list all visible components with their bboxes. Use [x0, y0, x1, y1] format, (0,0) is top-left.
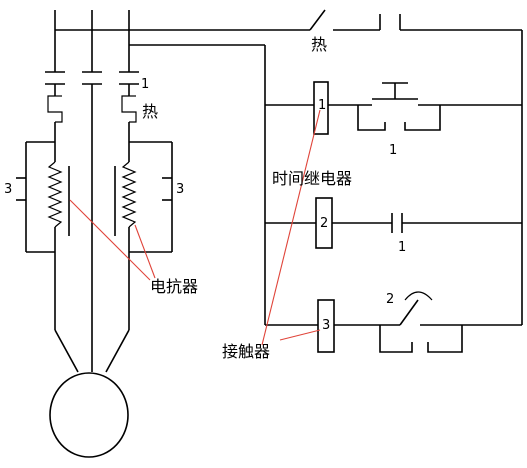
- label-reactor-right-3: 3: [176, 182, 184, 197]
- leader-lines: [69, 109, 321, 346]
- label-top-thermal: 热: [311, 35, 327, 54]
- motor-feeds: [54, 252, 130, 373]
- label-reactor-left-3: 3: [4, 182, 12, 197]
- label-contact-2: 1: [398, 240, 406, 255]
- reactor-left: [16, 141, 70, 253]
- rung-2: [265, 197, 522, 249]
- label-reactor: 电抗器: [150, 277, 198, 296]
- label-contactor: 接触器: [222, 342, 270, 361]
- rung-3: [265, 291, 522, 353]
- rung-1: [265, 81, 522, 135]
- label-coil-2: 2: [320, 216, 328, 231]
- label-contact-2-top: 2: [386, 292, 394, 307]
- reactor-right: [114, 141, 173, 253]
- contactor-coil: [317, 299, 335, 353]
- label-contact-1-top: 1: [141, 77, 149, 92]
- label-time-relay: 时间继电器: [272, 169, 352, 188]
- label-thermal-left: 热: [142, 102, 158, 121]
- main-contacts: [45, 71, 139, 142]
- label-coil-3: 3: [322, 318, 330, 333]
- thermal-elements: [47, 95, 137, 142]
- label-relay-coil: 1: [318, 98, 326, 113]
- control-top-row: [309, 9, 523, 325]
- label-relay-contact-1: 1: [389, 143, 397, 158]
- time-relay-coil: [313, 81, 329, 135]
- supply-lines: [54, 10, 310, 72]
- motor-icon: [49, 372, 129, 458]
